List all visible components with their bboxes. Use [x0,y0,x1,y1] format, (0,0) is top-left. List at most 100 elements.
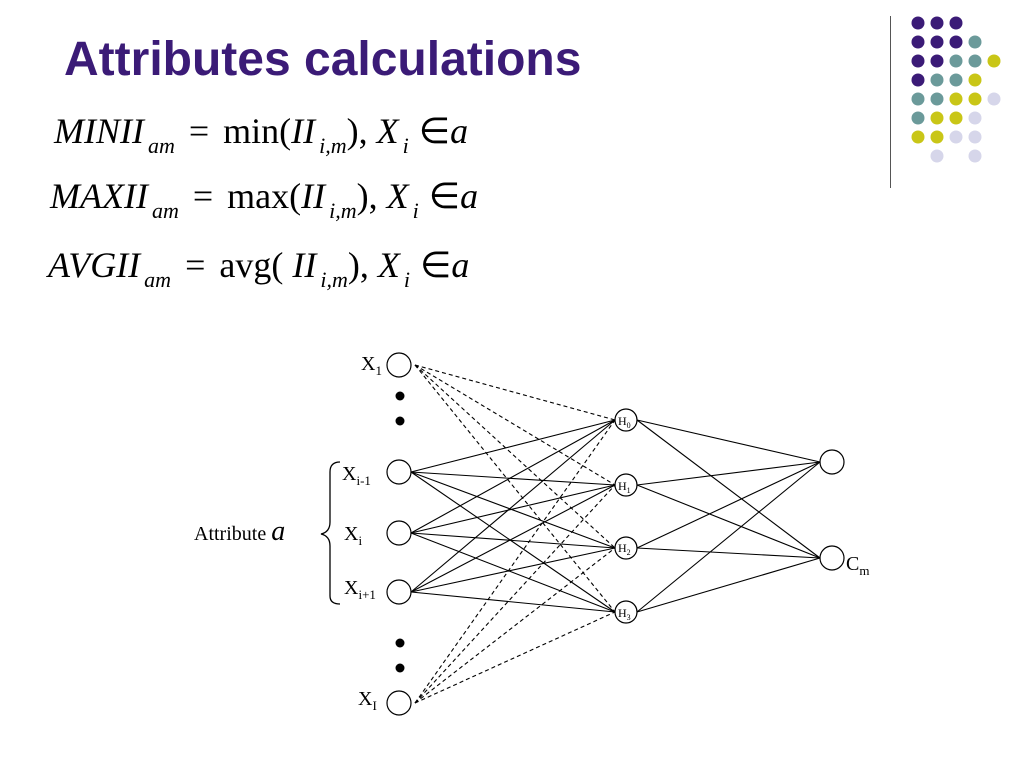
edge-input-hidden [410,419,616,473]
network-edges [410,364,821,704]
edge-input-hidden-dashed [414,419,616,704]
input-label-x1: X1 [361,353,382,378]
decor-dot [930,16,944,30]
output-node [819,449,845,475]
ellipsis-dots [395,391,405,673]
eq-x: X [386,176,409,216]
eq-set: a [451,245,470,285]
decor-dot [930,73,944,87]
edge-input-hidden-dashed [414,364,616,613]
eq-arg-sub: i,m [320,267,348,292]
decor-dot [968,73,982,87]
eq-set: a [460,176,479,216]
decor-dot [968,54,982,68]
edge-input-hidden [410,547,616,593]
decor-dot [949,111,963,125]
eq-arg: II [291,111,316,151]
decor-dot [949,92,963,106]
edge-input-hidden [410,471,616,549]
decor-dot [968,92,982,106]
decor-dot [930,92,944,106]
decor-dot [949,73,963,87]
output-label-cm: Cm [846,553,869,578]
decor-dot [949,16,963,30]
edge-input-hidden [410,591,616,613]
eq-tail: ), [346,111,377,151]
eq-lhs: MAXII [50,176,148,216]
edge-input-hidden [410,471,616,613]
decor-dot [987,54,1001,68]
edge-input-hidden [410,471,616,486]
eq-tail: ), [347,245,378,285]
eq-function: avg( [219,245,293,285]
input-node [386,352,412,378]
decor-dot [911,130,925,144]
ellipsis-dot [395,638,405,648]
decor-dot [968,149,982,163]
eq-equals: = [192,176,214,216]
edge-hidden-output [636,461,821,549]
hidden-label-h3: H3 [618,606,631,622]
eq-lhs-sub: am [151,198,179,223]
edge-input-hidden-dashed [414,484,616,704]
decor-dot [987,92,1001,106]
eq-lhs-sub: am [147,133,175,158]
edge-input-hidden [410,419,616,593]
edge-input-hidden-dashed [414,611,616,704]
ellipsis-dot [395,391,405,401]
eq-function: min( [223,111,292,151]
ellipsis-dot [395,663,405,673]
input-label-xi-minus-1: Xi-1 [342,463,371,488]
decor-dot [911,73,925,87]
input-node [386,459,412,485]
hidden-label-h0: H0 [618,414,631,430]
eq-in: ∈ [418,111,451,151]
edge-input-hidden [410,484,616,593]
slide-title: Attributes calculations [64,33,582,86]
eq-in: ∈ [419,245,452,285]
edge-hidden-output [636,419,821,559]
eq-equals: = [185,245,206,285]
output-node [819,545,845,571]
edge-hidden-output [636,557,821,613]
edge-input-hidden-dashed [414,364,616,421]
decor-dot [949,130,963,144]
eq-x-sub: i [402,133,409,158]
edge-input-hidden-dashed [414,364,616,549]
input-label-xi-plus-1: Xi+1 [344,577,376,602]
input-node [386,690,412,716]
eq-arg-sub: i,m [319,133,347,158]
decor-dot [930,35,944,49]
edge-input-hidden [410,419,616,534]
ellipsis-dot [395,416,405,426]
hidden-label-h2: H2 [618,541,631,557]
decor-dot [930,54,944,68]
eq-x: X [376,111,399,151]
eq-arg: II [301,176,326,216]
decor-dot [911,35,925,49]
attribute-group-label: Attribute a [194,516,285,547]
edge-hidden-output [636,547,821,559]
input-node [386,579,412,605]
hidden-node [614,536,638,560]
edge-input-hidden-dashed [414,547,616,704]
decor-dot [968,35,982,49]
edge-hidden-output [636,461,821,613]
eq-equals: = [188,111,210,151]
decor-dot [930,130,944,144]
eq-function: max( [227,176,302,216]
edge-input-hidden [410,532,616,549]
eq-arg: II [292,245,317,285]
decor-dot [968,111,982,125]
attribute-brace [320,461,341,605]
decor-dot [968,130,982,144]
input-label-xi: Xi [344,523,362,548]
eq-tail: ), [356,176,387,216]
edge-input-hidden [410,532,616,613]
hidden-node [614,600,638,624]
eq-x-sub: i [403,267,410,292]
eq-x: X [377,245,400,285]
